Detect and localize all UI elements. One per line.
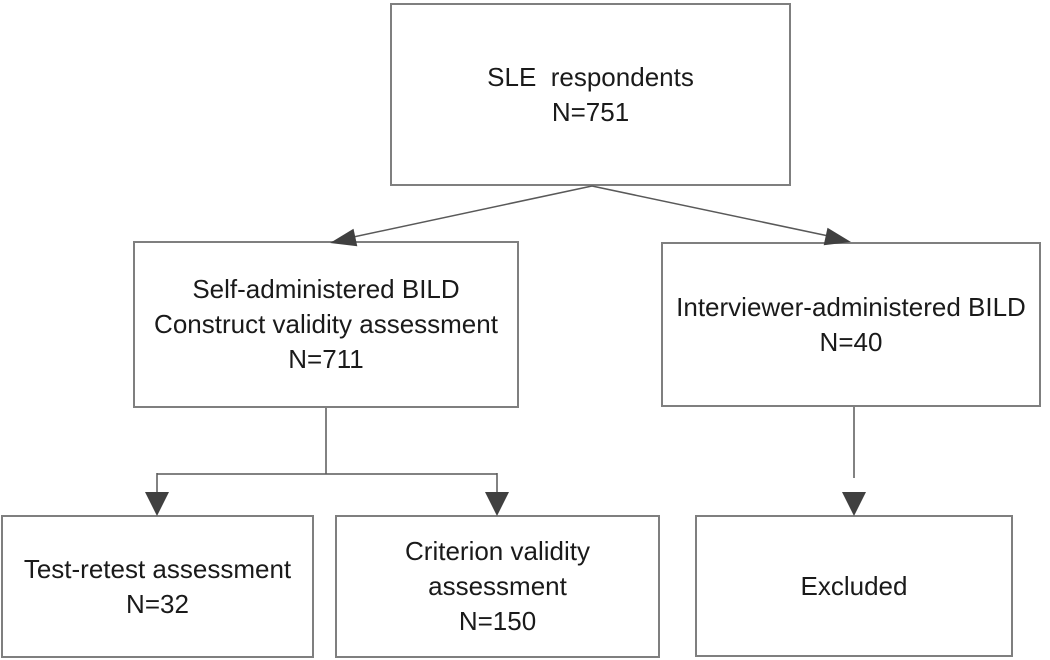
node-test-retest-assessment: Test-retest assessment N=32 <box>1 515 314 658</box>
connector-sle-to-self <box>343 185 593 240</box>
node-text-line: Self-administered BILD <box>192 274 460 304</box>
node-text-line: N=40 <box>819 326 883 357</box>
arrowhead-down-icon <box>842 492 866 516</box>
node-text-line: N=751 <box>551 96 630 127</box>
node-text-line: N=150 <box>458 606 537 636</box>
node-excluded: Excluded <box>695 515 1013 657</box>
node-text-line: Criterion validity <box>405 536 590 566</box>
node-criterion-validity-assessment: Criterion validity assessment N=150 <box>335 515 660 658</box>
connector-sle-to-interviewer <box>591 185 839 239</box>
node-text-line: Construct validity assessment <box>154 309 498 339</box>
node-text-line: SLE respondents <box>487 61 694 92</box>
node-text-line: Interviewer-administered BILD <box>676 291 1026 322</box>
node-sle-respondents: SLE respondents N=751 <box>390 3 791 186</box>
node-text-line: assessment <box>428 571 567 601</box>
node-text-line: Excluded <box>800 570 908 601</box>
node-text-line: Test-retest assessment <box>23 553 292 584</box>
node-self-administered-bild: Self-administered BILD Construct validit… <box>133 241 519 408</box>
node-text-line: N=32 <box>126 588 189 619</box>
arrowhead-down-icon <box>145 492 169 516</box>
node-interviewer-administered-bild: Interviewer-administered BILD N=40 <box>661 242 1041 407</box>
arrowhead-down-icon <box>485 492 509 516</box>
node-text-line: N=711 <box>288 344 364 374</box>
